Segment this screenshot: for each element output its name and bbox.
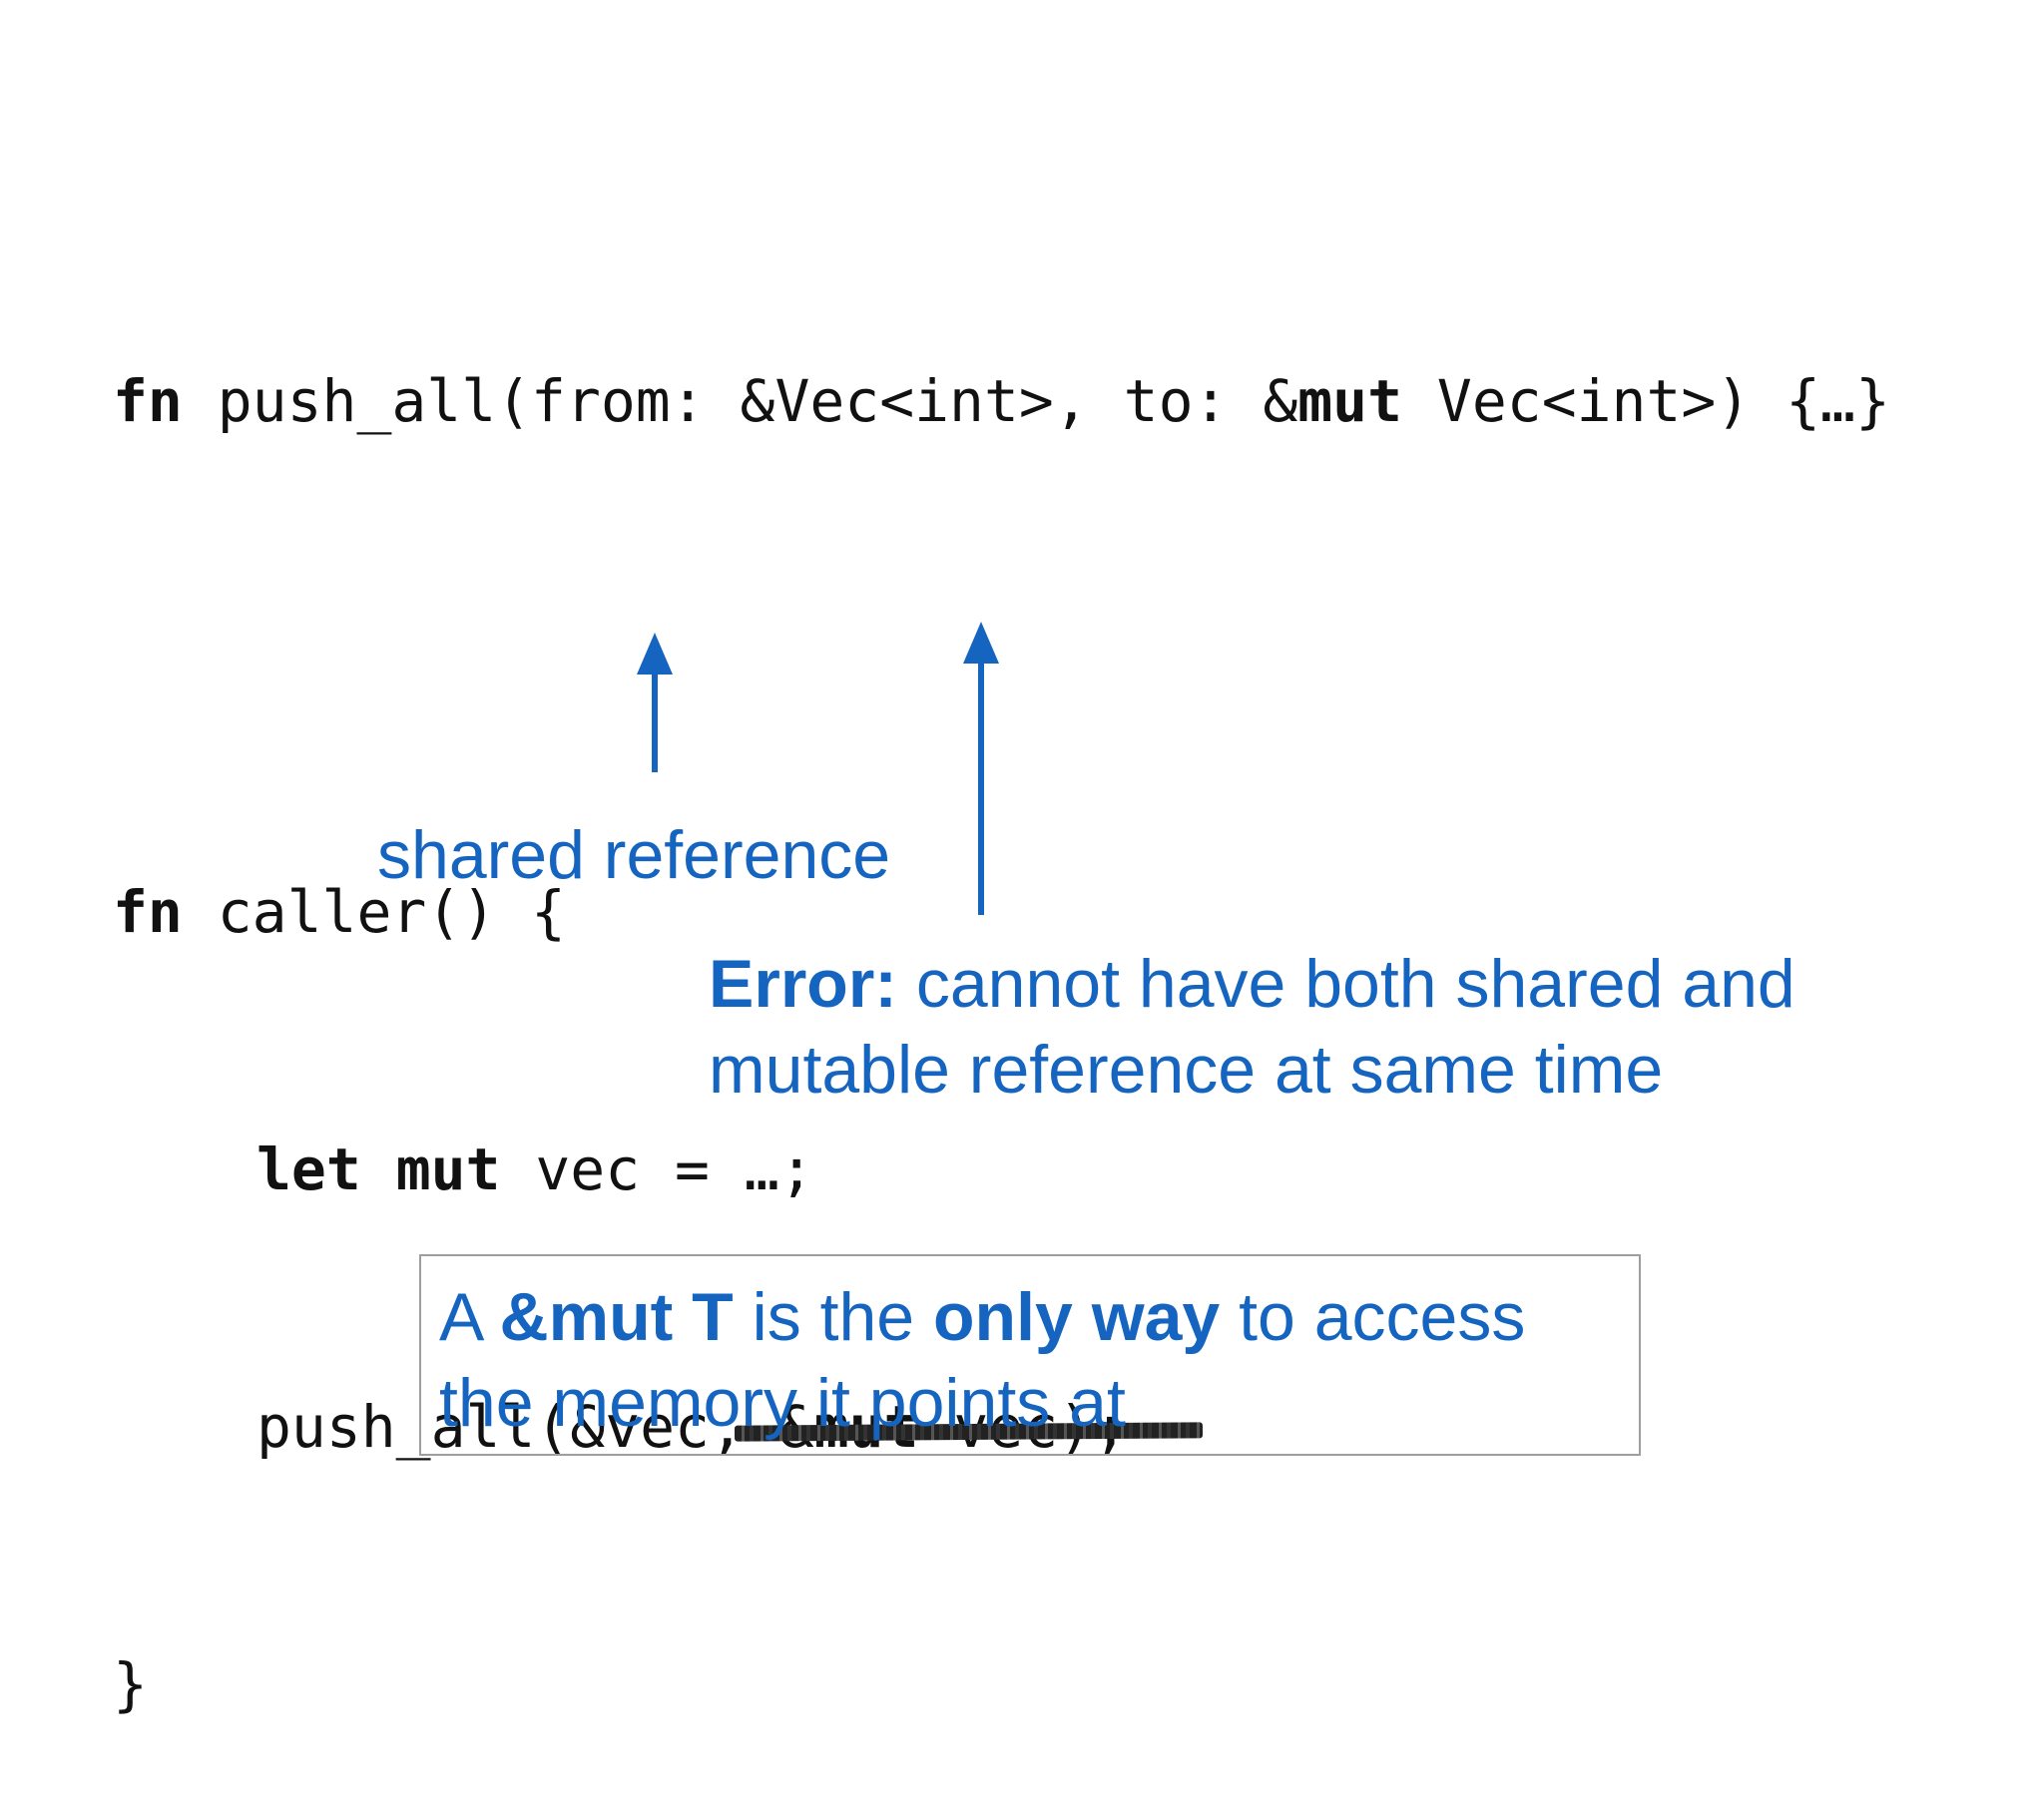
shared-reference-arrow-icon <box>637 633 673 772</box>
code-line-close: } <box>113 1650 148 1718</box>
keyword-let: let <box>256 1135 361 1203</box>
keyword-mut: mut <box>1297 367 1403 435</box>
code-line-call: push_all(&vec, &mut vec); <box>113 1384 1890 1470</box>
callout-emphasis-only-way: only way <box>933 1279 1221 1355</box>
mutable-reference-arrow-icon <box>963 622 999 915</box>
error-text: cannot have both shared and mutable refe… <box>709 946 1795 1108</box>
signature-text-a: push_all(from: &Vec<int>, to: & <box>182 367 1298 435</box>
keyword-mut: mut <box>395 1135 501 1203</box>
code-line-let: let mut vec = …; <box>113 1127 1890 1212</box>
struck-through-argument: &mut vec); <box>734 1384 1204 1470</box>
keyword-fn: fn <box>113 878 183 946</box>
call-prefix: push_all(&vec, <box>256 1393 745 1461</box>
code-blank-line <box>113 616 1890 697</box>
error-label: Error: <box>709 946 897 1022</box>
shared-reference-label: shared reference <box>377 817 891 893</box>
code-line-caller: fn caller() { <box>113 869 1890 955</box>
error-message: Error: cannot have both shared and mutab… <box>709 941 1806 1113</box>
callout-box: A &mut T is the only way to access the m… <box>419 1254 1641 1456</box>
code-block: fn push_all(from: &Vec<int>, to: &mut Ve… <box>113 187 1890 1813</box>
callout-emphasis-type: &mut T <box>499 1279 734 1355</box>
let-text: vec = …; <box>500 1135 814 1203</box>
code-line-signature: fn push_all(from: &Vec<int>, to: &mut Ve… <box>113 358 1890 444</box>
signature-text-b: Vec<int>) {…} <box>1402 367 1890 435</box>
caller-text: caller() { <box>182 878 566 946</box>
keyword-fn: fn <box>113 367 183 435</box>
